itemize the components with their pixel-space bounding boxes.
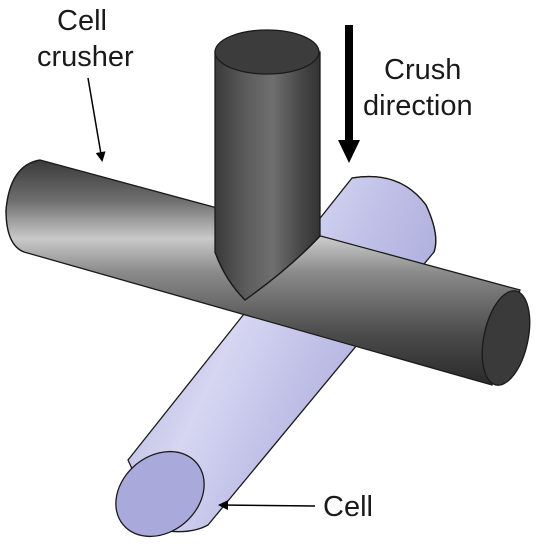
crush-direction-arrow bbox=[338, 25, 360, 163]
label-cell-crusher-line1: Cell bbox=[57, 5, 107, 37]
label-crush-direction-line1: Crush bbox=[384, 54, 461, 86]
label-cell-crusher-line2: crusher bbox=[37, 41, 134, 73]
cell-far-end bbox=[351, 175, 437, 253]
cell-pointer bbox=[218, 500, 316, 511]
plunger-tip-edge bbox=[214, 235, 321, 301]
cell-end-cap bbox=[115, 450, 205, 538]
crush-arrow-shaft bbox=[345, 25, 353, 143]
crush-arrow-head bbox=[338, 140, 360, 163]
crusher-bar-end-cap bbox=[481, 290, 531, 386]
label-crush-direction-line2: direction bbox=[363, 90, 473, 122]
plunger-top-cap bbox=[214, 29, 320, 75]
crusher-bar-left-end bbox=[5, 159, 41, 253]
label-cell: Cell bbox=[323, 491, 373, 523]
cell-crusher-pointer bbox=[87, 77, 106, 162]
crusher-plunger bbox=[214, 29, 321, 301]
